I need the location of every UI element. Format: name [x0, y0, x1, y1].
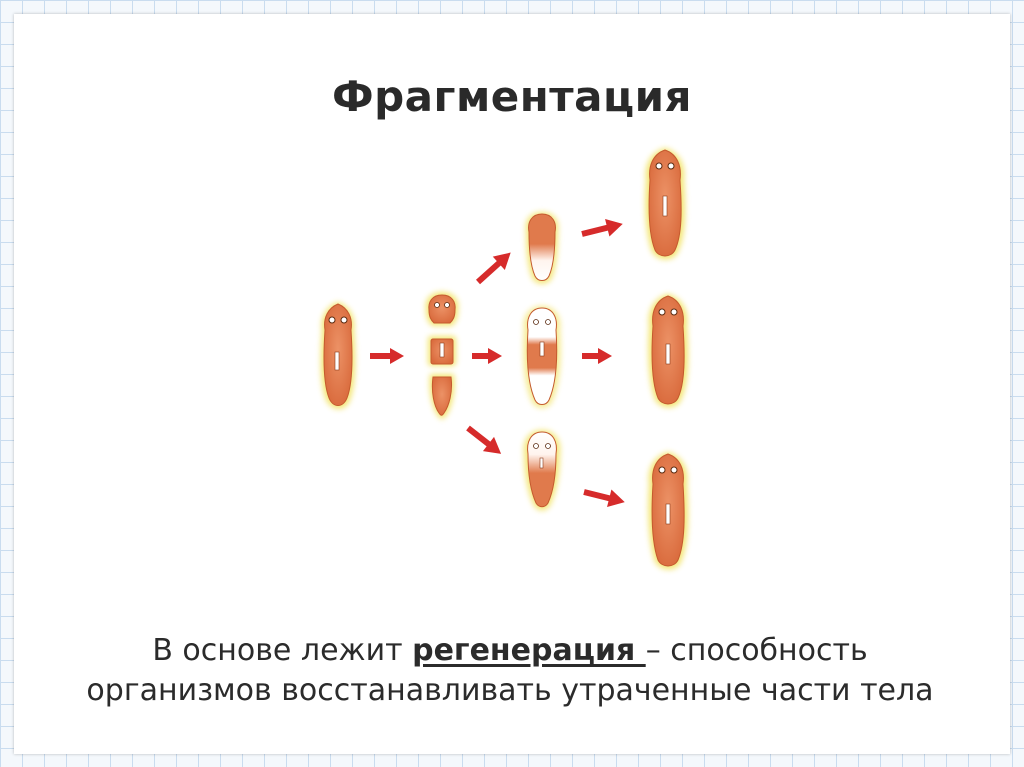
fragment-tail [429, 374, 455, 419]
regenerated-planarian-bottom [648, 452, 689, 570]
fragment-head [425, 292, 459, 326]
arrow-tail-to-whole [583, 489, 625, 508]
arrow-original-to-cut [370, 348, 404, 364]
page-title: Фрагментация [331, 72, 693, 121]
regenerating-head-fragment [525, 212, 559, 284]
arrow-cut-to-tail-fragment [466, 425, 502, 454]
caption-line-1: В основе лежит регенерация – способность [40, 632, 980, 670]
cut-planarian-fragments [425, 292, 459, 419]
arrow-middle-to-whole [582, 348, 612, 364]
caption-prefix: В основе лежит [152, 633, 413, 668]
arrows [370, 218, 625, 508]
fragment-middle [428, 336, 456, 366]
caption-term-regeneration: регенерация [412, 633, 646, 668]
slide-panel [14, 14, 1010, 754]
arrow-cut-to-middle-fragment [472, 348, 502, 364]
regenerating-tail-fragment [523, 430, 561, 511]
regenerated-planarian-middle [648, 294, 689, 408]
original-planarian [320, 302, 356, 409]
regenerating-middle-fragment [523, 306, 561, 408]
arrow-cut-to-head-fragment [475, 252, 511, 285]
arrow-head-to-whole [581, 218, 623, 237]
caption-line-2: организмов восстанавливать утраченные ча… [86, 673, 934, 708]
regenerated-planarian-top [645, 148, 686, 260]
caption-suffix: – способность [645, 633, 868, 668]
